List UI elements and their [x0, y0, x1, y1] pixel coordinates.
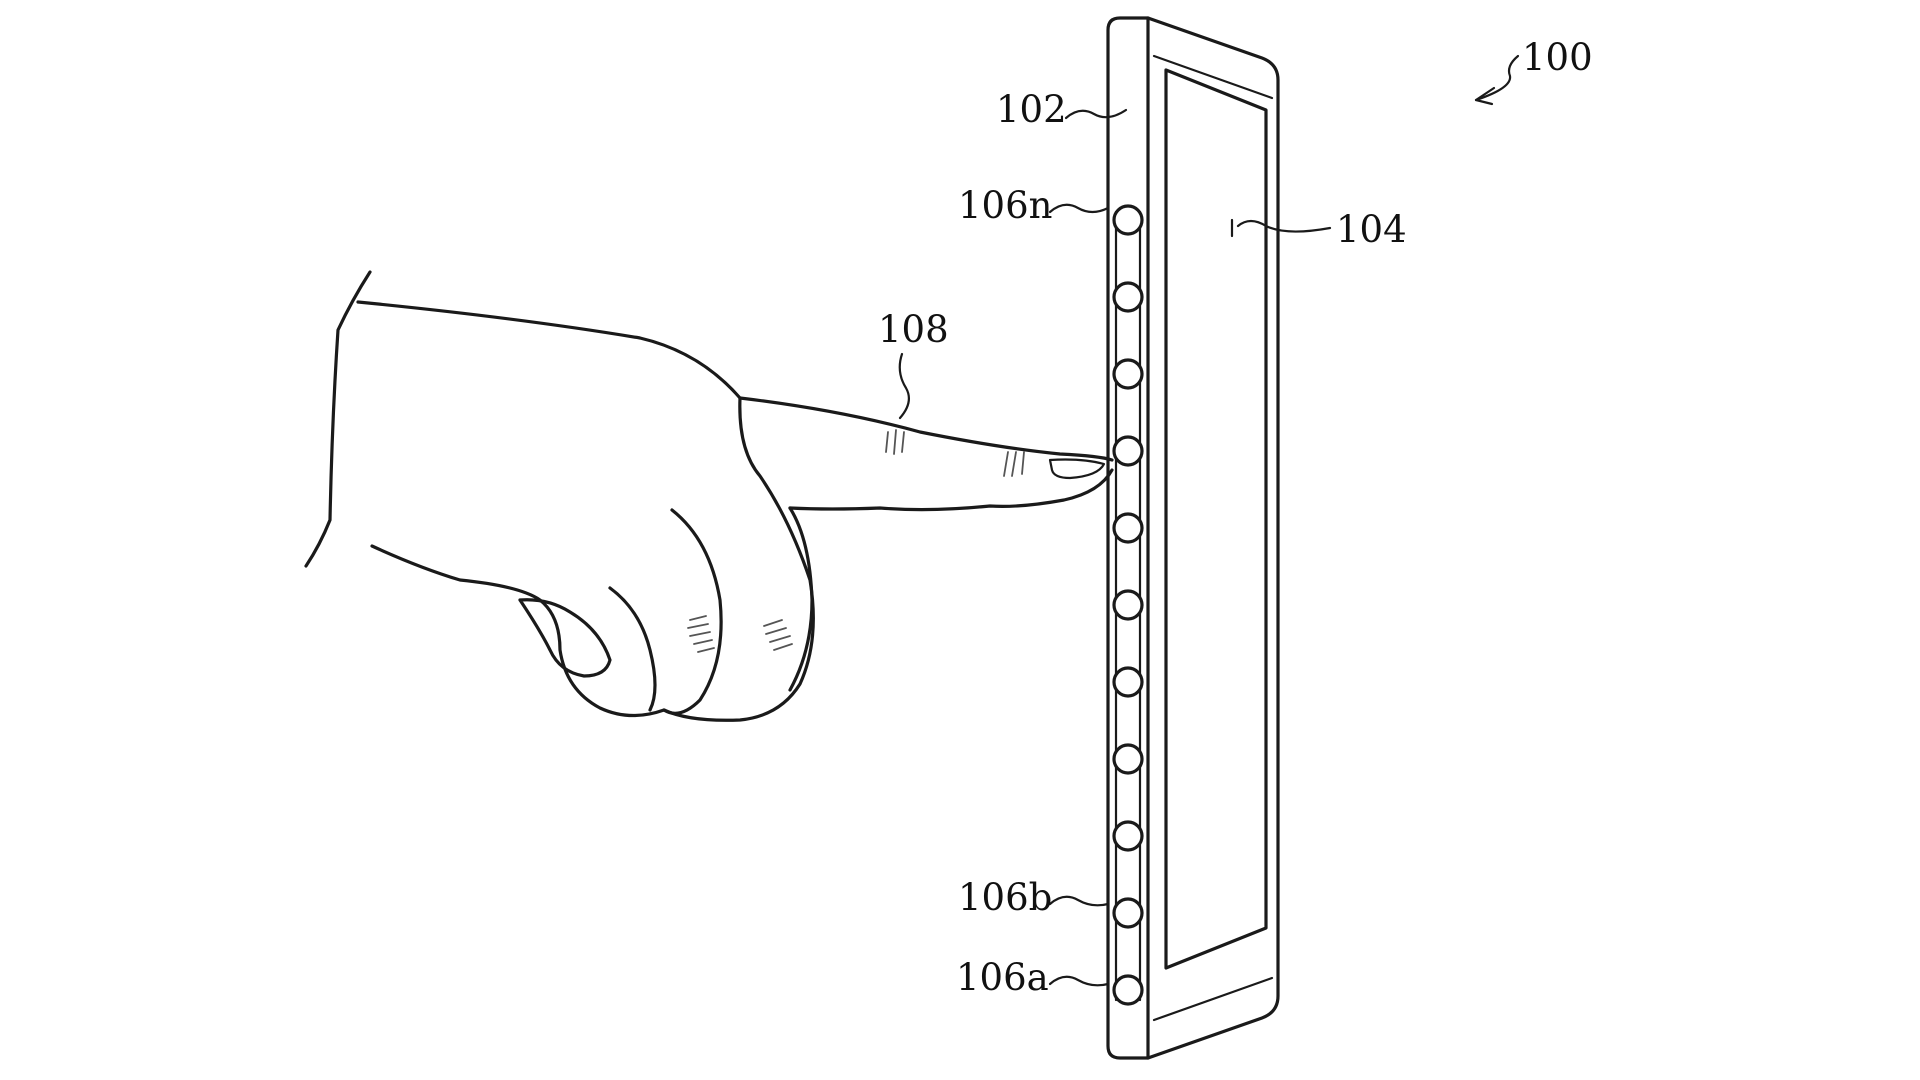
hand — [304, 270, 1114, 722]
sensor-button-9 — [1112, 820, 1144, 852]
curled-fingers — [662, 396, 815, 722]
sensor-button-11 — [1112, 974, 1144, 1006]
label-finger: 108 — [878, 308, 949, 351]
index-finger-top — [738, 396, 1114, 462]
sensor-button-4 — [1112, 435, 1144, 467]
curled-finger-3 — [662, 508, 723, 715]
hand-top-contour — [356, 300, 742, 400]
leader-106b — [1048, 895, 1110, 907]
leader-100-arrowhead — [1474, 86, 1496, 106]
sensor-button-7 — [1112, 666, 1144, 698]
leader-106a — [1048, 975, 1110, 987]
curled-finger-2 — [788, 506, 814, 692]
sensor-button-2 — [1112, 281, 1144, 313]
label-sensor-top: 106n — [958, 184, 1052, 227]
curled-finger-4 — [608, 586, 657, 712]
sensor-button-1 — [1112, 204, 1144, 236]
label-device: 100 — [1522, 36, 1593, 79]
electronic-device — [1106, 16, 1280, 1060]
leader-102 — [1064, 108, 1128, 120]
sensor-button-10 — [1112, 897, 1144, 929]
knuckle-crease-2 — [1003, 451, 1025, 477]
leader-100 — [1474, 54, 1520, 102]
reference-numerals: 100 102 106n 104 108 106b 106a — [878, 36, 1593, 999]
thumb — [518, 598, 612, 678]
sensor-button-5 — [1112, 512, 1144, 544]
display-bezel — [1152, 54, 1274, 100]
leader-lines — [898, 54, 1520, 987]
index-finger-bottom — [788, 468, 1114, 512]
leader-108 — [898, 352, 911, 420]
display-bezel-bottom — [1152, 976, 1274, 1022]
housing-front-face — [1146, 16, 1280, 1060]
sensor-button-3 — [1112, 358, 1144, 390]
fingernail — [1048, 458, 1106, 480]
label-sensor-first: 106a — [956, 956, 1049, 999]
finger-hatch-2 — [763, 619, 793, 651]
label-display: 104 — [1336, 208, 1407, 251]
wrist-edge — [304, 270, 372, 568]
palm-underside — [370, 544, 666, 718]
finger-hatch-1 — [687, 615, 715, 653]
label-housing: 102 — [996, 88, 1067, 131]
display-screen — [1164, 68, 1268, 970]
sensor-button-6 — [1112, 589, 1144, 621]
leader-106n — [1048, 203, 1110, 214]
sensor-button-8 — [1112, 743, 1144, 775]
knuckle-crease-1 — [885, 429, 905, 455]
leader-104 — [1230, 218, 1332, 238]
housing-side-face — [1106, 16, 1150, 1060]
label-sensor-second: 106b — [958, 876, 1052, 919]
sensor-array — [1112, 204, 1144, 1006]
